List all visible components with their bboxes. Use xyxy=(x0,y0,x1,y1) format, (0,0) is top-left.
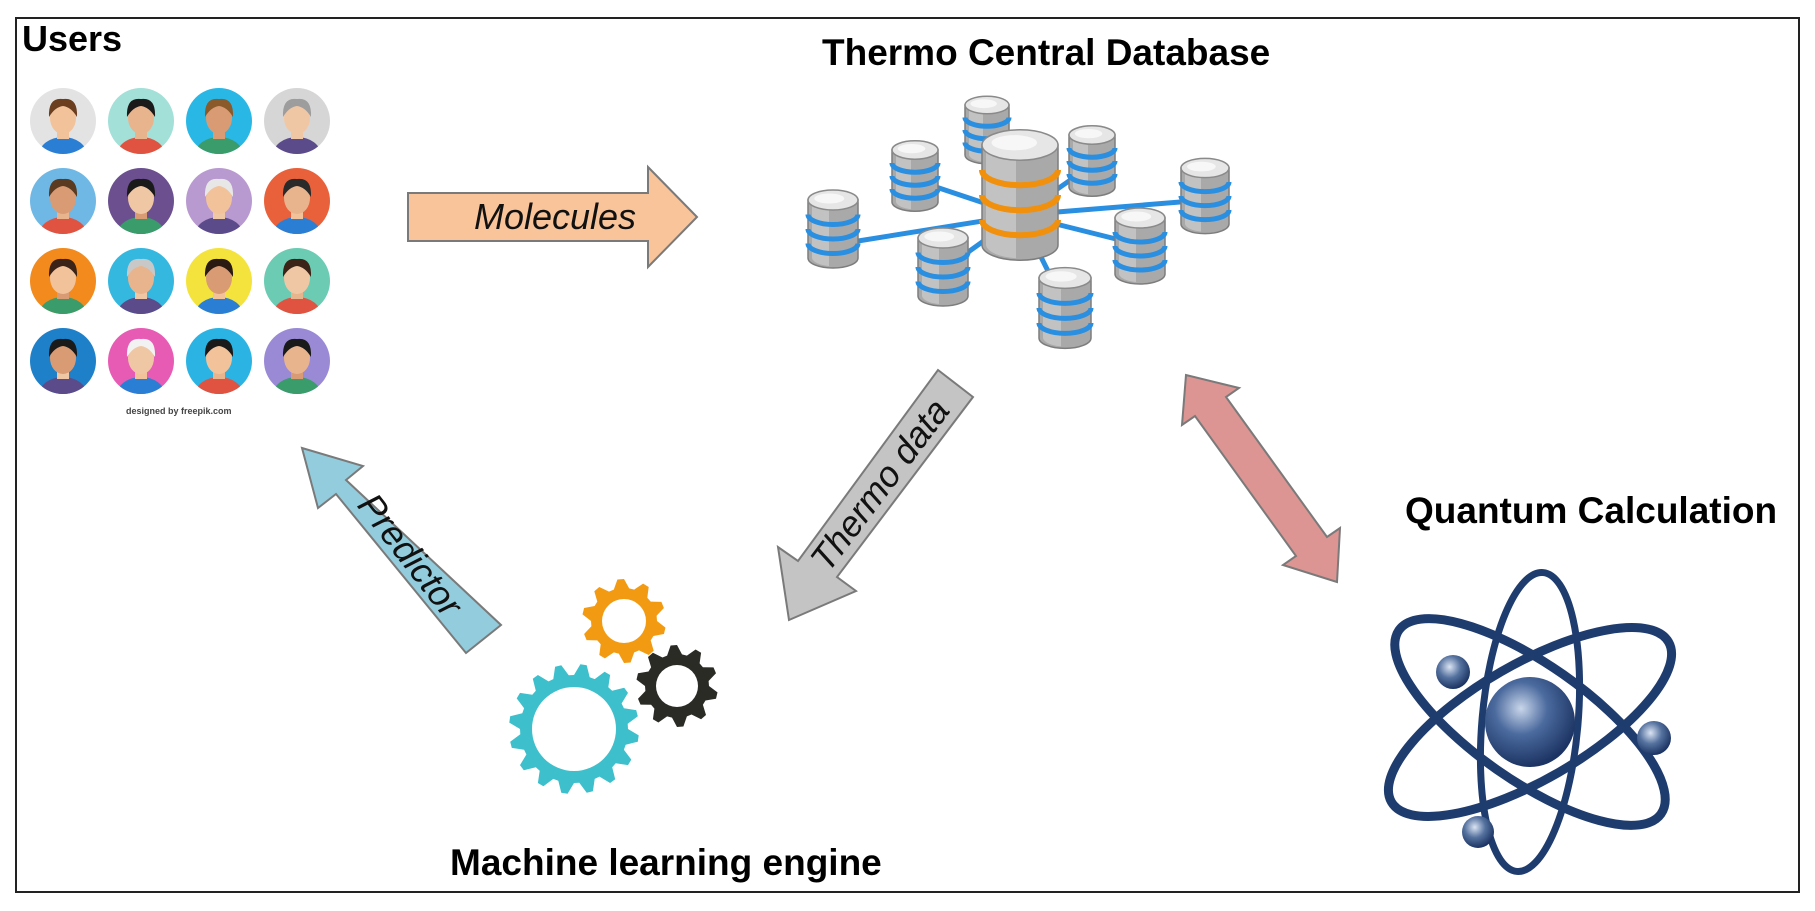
database-cylinder-icon xyxy=(889,140,941,212)
quantum-title: Quantum Calculation xyxy=(1405,490,1778,531)
user-avatar-icon xyxy=(108,88,174,154)
gear-icon xyxy=(636,645,718,727)
user-avatar-icon xyxy=(108,168,174,234)
user-avatar-icon xyxy=(186,168,252,234)
freepik-credit: designed by freepik.com xyxy=(126,406,232,416)
diagram-frame xyxy=(15,17,1800,893)
users-title: Users xyxy=(22,18,123,59)
user-avatar-icon xyxy=(264,168,330,234)
user-avatar-icon xyxy=(30,168,96,234)
user-avatar-icon xyxy=(30,88,96,154)
molecules-label: Molecules xyxy=(474,196,636,237)
user-avatar-icon xyxy=(30,248,96,314)
database-cylinder-icon xyxy=(1066,125,1118,197)
ml-engine-title: Machine learning engine xyxy=(450,842,882,883)
user-avatar-icon xyxy=(108,248,174,314)
user-avatar-icon xyxy=(108,328,174,394)
database-cylinder-icon xyxy=(915,227,971,307)
database-cylinder-icon xyxy=(805,189,861,269)
user-avatar-icon xyxy=(264,248,330,314)
user-avatar-icon xyxy=(30,328,96,394)
molecules-arrow: Molecules xyxy=(407,164,699,270)
database-cylinder-icon xyxy=(1178,157,1232,235)
gear-icon xyxy=(509,664,639,794)
database-title: Thermo Central Database xyxy=(822,32,1271,73)
user-avatar-icon xyxy=(264,328,330,394)
quantum-double-arrow xyxy=(1180,373,1342,584)
database-cylinder-icon xyxy=(1112,207,1168,285)
user-avatar-icon xyxy=(264,88,330,154)
gear-icon xyxy=(582,579,666,663)
user-avatar-icon xyxy=(186,328,252,394)
user-avatar-icon xyxy=(186,248,252,314)
user-avatar-icon xyxy=(186,88,252,154)
database-cylinder-icon xyxy=(979,129,1061,261)
database-cylinder-icon xyxy=(1036,266,1094,350)
